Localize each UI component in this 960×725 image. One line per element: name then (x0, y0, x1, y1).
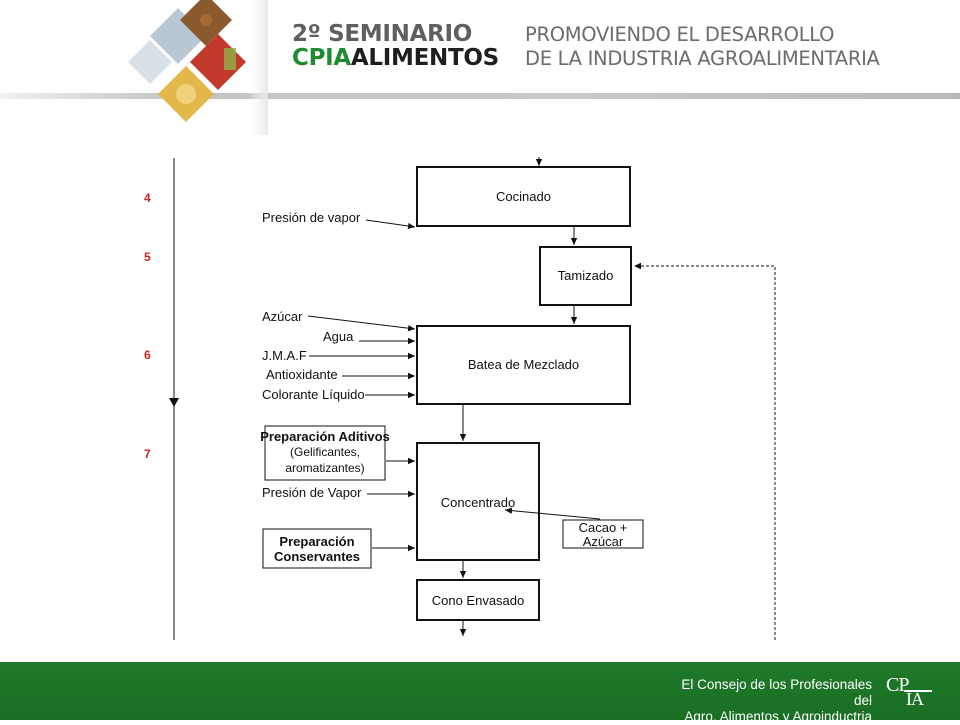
box-concentrado-label: Concentrado (441, 495, 515, 510)
seminar-logo-image (128, 0, 268, 135)
conservantes-line1: Preparación (279, 534, 354, 549)
aditivos-line2: (Gelificantes, (290, 445, 360, 459)
recycle-dotted-path (634, 262, 776, 640)
step-number: 6 (144, 348, 151, 362)
box-preparacion-aditivos (264, 425, 386, 481)
seminar-cpia: CPIA (292, 45, 351, 71)
step-number: 5 (144, 250, 151, 264)
tagline-line1: PROMOVIENDO EL DESARROLLO (525, 23, 835, 46)
cpia-logo: CP IA (884, 674, 936, 710)
seminar-name: CPIAALIMENTOS (292, 46, 499, 70)
seminar-title: 2º SEMINARIO CPIAALIMENTOS (292, 22, 499, 70)
box-preparacion-conservantes (262, 528, 372, 569)
box-cocinado (416, 166, 631, 227)
input-azucar: Azúcar (262, 309, 303, 324)
input-antioxidante: Antioxidante (266, 367, 338, 382)
cpia-logo-top: CP (886, 674, 909, 696)
box-tamizado-label: Tamizado (558, 268, 614, 283)
cpia-logo-bar (904, 690, 932, 692)
step-number: 7 (144, 447, 151, 461)
cacao-line1: Cacao + (579, 520, 628, 535)
box-cono-envasado (416, 579, 540, 621)
box-cono-label: Cono Envasado (432, 593, 525, 608)
seminar-edition: 2º SEMINARIO (292, 21, 472, 47)
arrow-cacao-azucar (504, 507, 601, 520)
input-agua: Agua (323, 329, 354, 344)
box-cocinado-label: Cocinado (496, 189, 551, 204)
aditivos-line3: aromatizantes) (285, 461, 364, 475)
aditivos-title: Preparación Aditivos (260, 429, 390, 444)
input-presion-de-vapor-2: Presión de Vapor (262, 485, 362, 500)
header-divider (0, 93, 960, 99)
cpia-logo-bottom: IA (906, 689, 924, 709)
input-colorante-liquido: Colorante Líquido (262, 387, 365, 402)
seminar-alimentos: ALIMENTOS (350, 45, 499, 71)
footer-line2: Agro, Alimentos y Agroinductria (684, 709, 872, 724)
box-concentrado (416, 442, 540, 561)
step-number: 4 (144, 191, 151, 205)
arrow-azucar (307, 315, 416, 332)
box-tamizado (539, 246, 632, 306)
header: 2º SEMINARIO CPIAALIMENTOS PROMOVIENDO E… (0, 0, 960, 135)
tagline-line2: DE LA INDUSTRIA AGROALIMENTARIA (525, 47, 880, 70)
box-batea-de-mezclado (416, 325, 631, 405)
timeline-arrowhead (169, 398, 179, 407)
box-batea-label: Batea de Mezclado (468, 357, 579, 372)
input-jmaf: J.M.A.F (262, 348, 307, 363)
conservantes-line2: Conservantes (274, 549, 360, 564)
box-cacao-azucar (562, 519, 644, 549)
cacao-line2: Azúcar (583, 534, 624, 549)
arrow-presion-de-vapor (365, 219, 416, 230)
footer-bar (0, 662, 960, 720)
input-presion-de-vapor: Presión de vapor (262, 210, 361, 225)
footer-council-text: El Consejo de los Profesionales del Agro… (662, 677, 872, 725)
footer-line1: El Consejo de los Profesionales del (681, 677, 872, 708)
tagline: PROMOVIENDO EL DESARROLLO DE LA INDUSTRI… (525, 23, 880, 71)
